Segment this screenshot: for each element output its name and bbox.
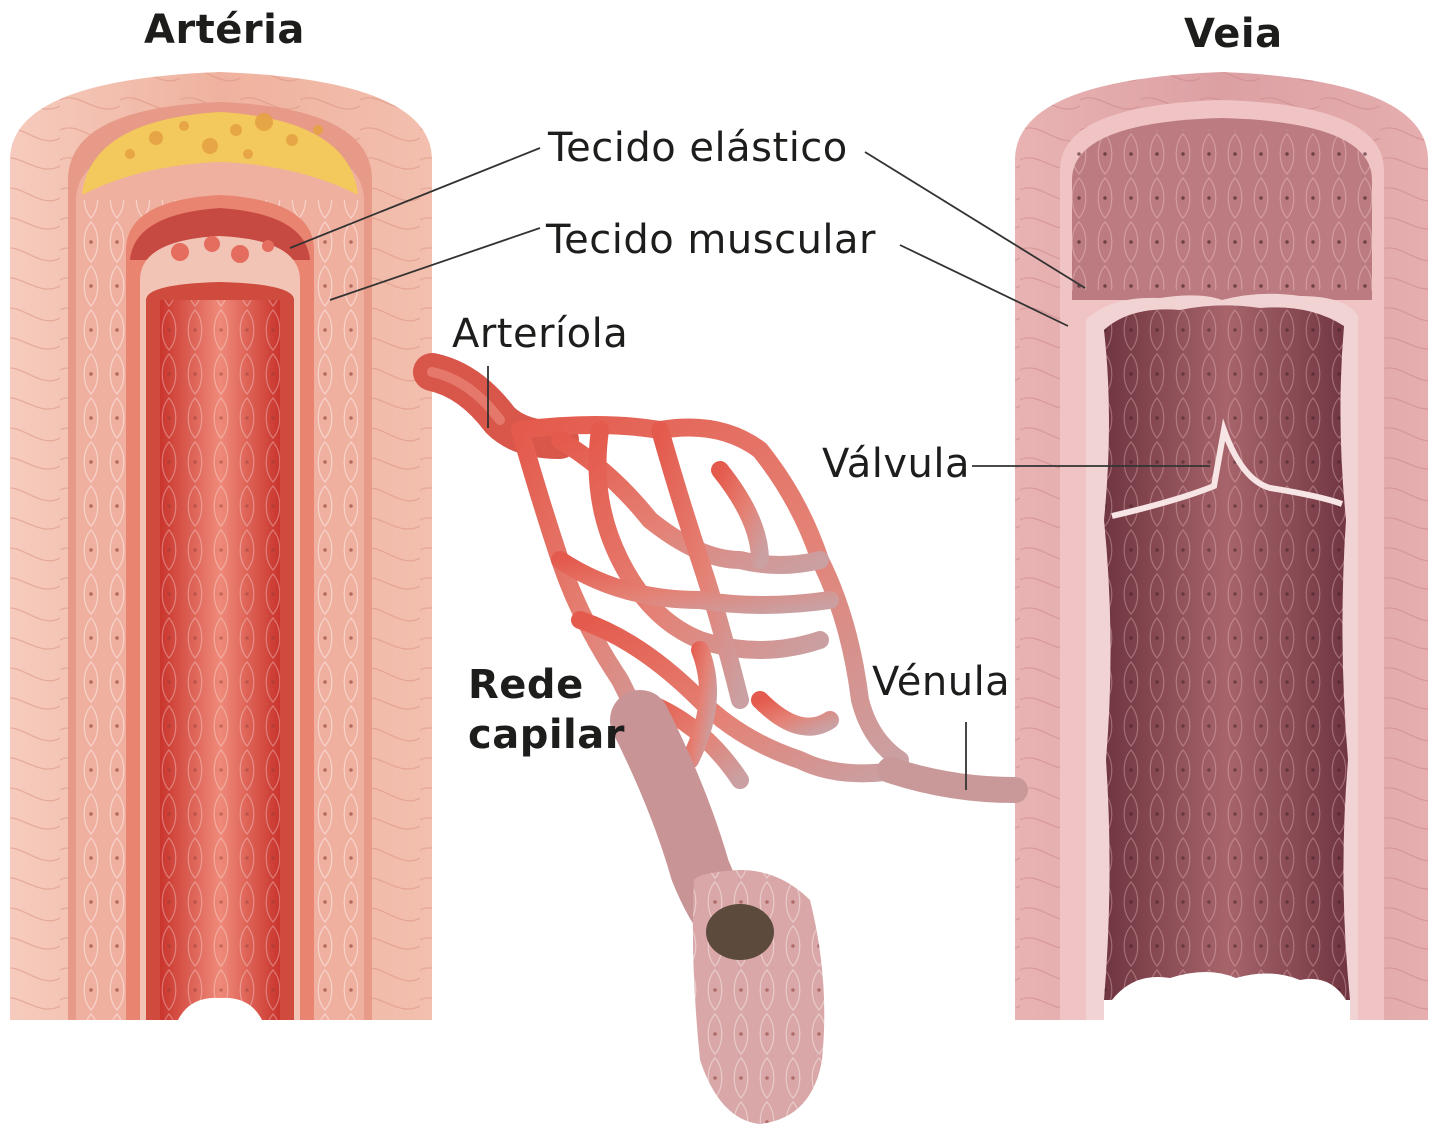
capillary-network-label: Rede capilar [468,660,625,760]
vein-cross-section [1015,72,1428,1020]
capillary-network-label-line2: capilar [468,712,625,758]
muscle-tissue-label: Tecido muscular [546,220,876,260]
arteriole-label: Arteríola [452,314,628,354]
artery-title: Artéria [144,10,305,50]
artery-cross-section [10,72,432,1020]
valve-label: Válvula [822,444,970,484]
venule-label: Vénula [872,662,1010,702]
elastic-tissue-label: Tecido elástico [548,128,848,168]
vein-title: Veia [1184,14,1283,54]
capillary-network-label-line1: Rede [468,662,584,708]
